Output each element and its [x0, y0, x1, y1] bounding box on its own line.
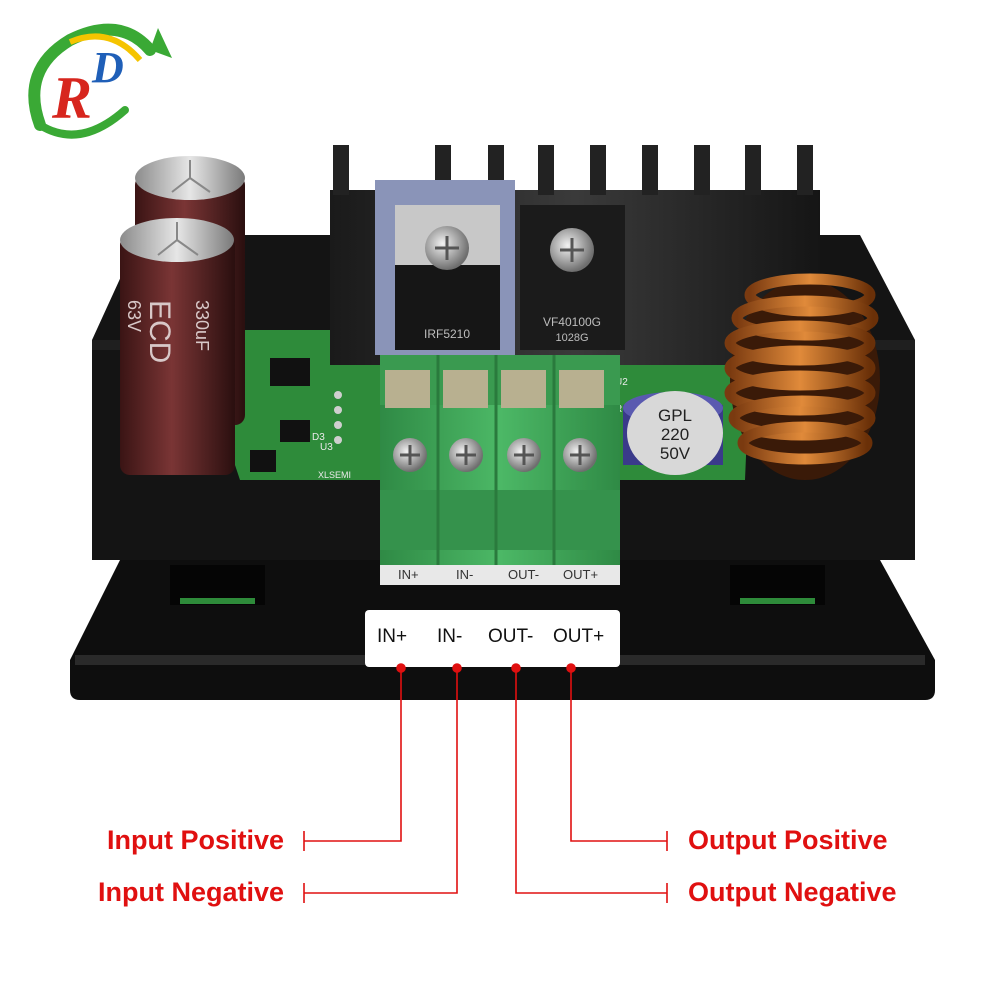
- callout-output-negative: Output Negative: [688, 877, 897, 907]
- svg-text:U2: U2: [615, 377, 628, 388]
- svg-text:R: R: [51, 65, 92, 131]
- svg-text:XLSEMI: XLSEMI: [318, 470, 351, 480]
- silk-in-plus: IN+: [398, 567, 419, 582]
- sticker-label-in-minus: IN-: [437, 626, 463, 647]
- silk-in-minus: IN-: [456, 567, 474, 582]
- capacitor-small: GPL 220 50V: [623, 391, 723, 475]
- svg-text:D: D: [91, 43, 124, 92]
- terminal-sticker: [365, 610, 620, 667]
- mosfet-2-marking: 1028G: [555, 332, 588, 344]
- cap-rating: 63V: [124, 300, 144, 332]
- callout-output-positive: Output Positive: [688, 825, 888, 855]
- mosfet-1-part: IRF5210: [424, 327, 470, 341]
- sticker-label-in-plus: IN+: [377, 626, 408, 647]
- small-cap-value: 220: [661, 425, 689, 444]
- svg-text:D3: D3: [312, 432, 325, 443]
- sticker-label-out-minus: OUT-: [488, 626, 534, 647]
- callout-input-positive: Input Positive: [106, 825, 284, 855]
- line-input-positive: [304, 668, 402, 842]
- mosfet-vf40100g: VF40100G 1028G: [520, 205, 625, 350]
- sticker-label-out-plus: OUT+: [553, 626, 605, 647]
- line-output-negative: [515, 668, 667, 894]
- line-output-positive: [570, 668, 667, 842]
- cap-brand: ECD: [143, 300, 176, 363]
- silk-out-plus: OUT+: [563, 567, 599, 582]
- cap-value: 330uF: [192, 300, 212, 351]
- rd-logo: R D: [28, 23, 172, 139]
- terminal-screws: [393, 438, 597, 472]
- callout-input-negative: Input Negative: [97, 877, 284, 907]
- callout-lines: [303, 663, 668, 903]
- terminal-block: [380, 355, 620, 585]
- small-cap-brand: GPL: [658, 406, 692, 425]
- silk-out-minus: OUT-: [508, 567, 540, 582]
- capacitor-large-front: ECD 63V 330uF: [120, 218, 235, 475]
- mosfet-2-part: VF40100G: [543, 315, 601, 329]
- line-input-negative: [304, 668, 458, 894]
- svg-text:U3: U3: [320, 442, 333, 453]
- toroid-inductor: [724, 273, 880, 480]
- small-cap-voltage: 50V: [660, 444, 691, 463]
- mosfet-irf5210: IRF5210: [395, 205, 500, 350]
